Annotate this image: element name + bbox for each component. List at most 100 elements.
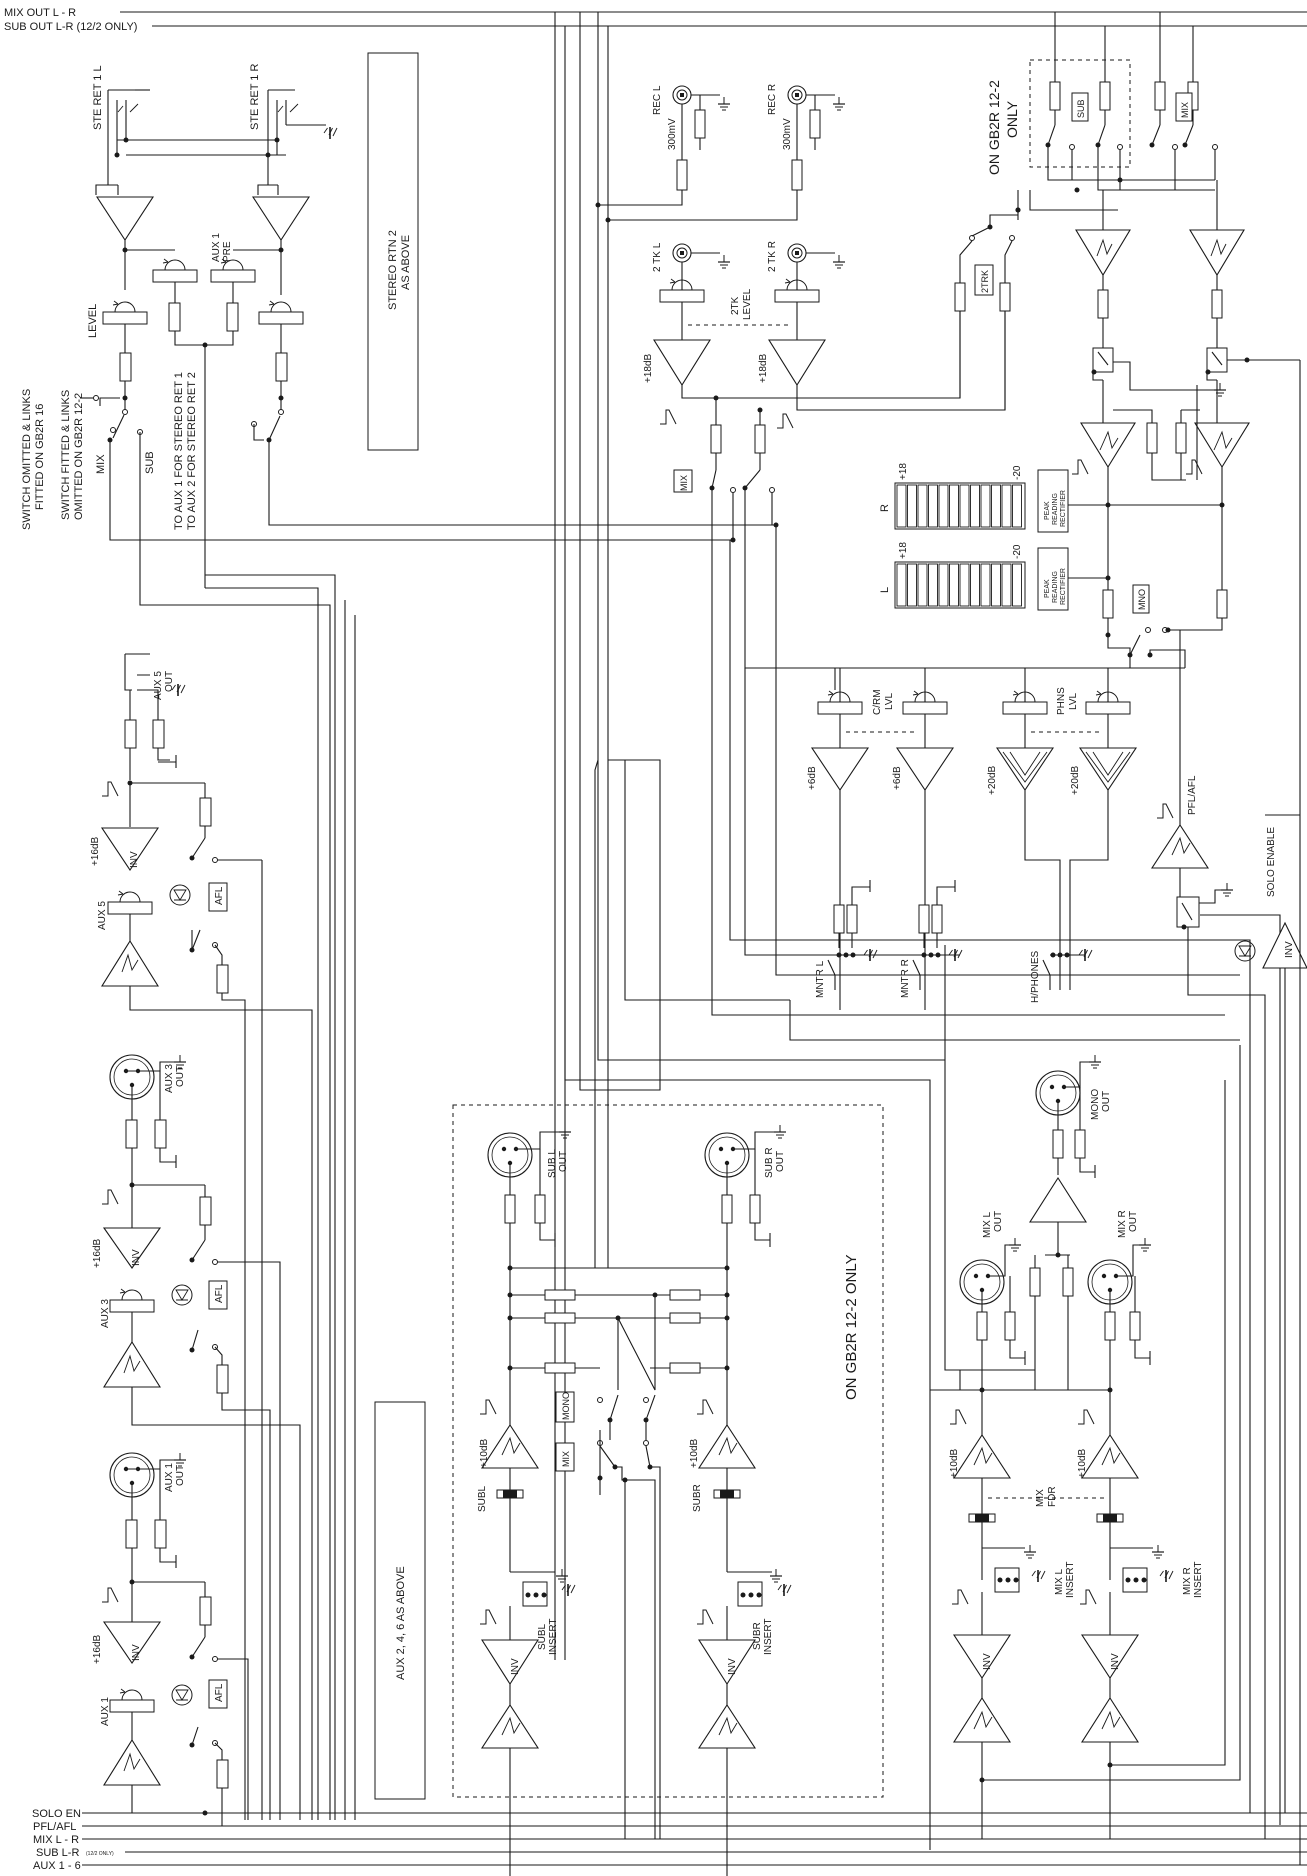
meter-segment [1001,484,1012,528]
mix-output-section: MONO OUT MIX L OUT MIX R OUT [929,945,1241,1850]
tk-level-2: LEVEL [742,288,753,320]
meter-segment [907,484,917,528]
bus-label-sub-note: (12/2 ONLY) [86,1851,114,1857]
aux3-afl: AFL [214,1284,225,1303]
gb2r-only-label: ON GB2R 12-2 ONLY [843,1254,860,1400]
mono-out-1: MONO [1090,1089,1101,1120]
stereo-rtn2-box [367,52,419,451]
meters-section: R L +18 -20 +18 -20 PEAK READING RECTIFI… [834,463,1228,690]
rec-r-label: REC R [767,84,778,115]
subl-gain: +10dB [479,1438,490,1468]
bus-label-solo-en: SOLO EN [32,1808,81,1820]
tk-r-gain: +18dB [758,353,769,383]
aux1-pre-label-2: PRE [222,241,233,262]
switch-note-2-line-2: OMITTED ON GB2R 12-2 [73,393,85,520]
meter-segment [959,484,970,528]
aux1-inv: INV [131,1644,142,1661]
crm-l-gain: +6dB [807,766,818,790]
mix-r-out-2: OUT [1128,1211,1139,1232]
stereo-rtn2-line-2: AS ABOVE [400,235,412,290]
aux5-label: AUX 5 [97,901,108,930]
aux5-afl: AFL [214,886,225,905]
subr-inv: INV [727,1658,738,1675]
top-right-switching: ON GB2R 12-2 ONLY SUB MIX [954,59,1218,410]
subr-insert-2: INSERT [763,1619,774,1656]
record-section: REC L REC R 300mV 300mV 2 TK L 2 TK R 2T… [595,84,1006,690]
meter-segment [928,484,938,528]
aux5-section: AUX 5 OUT INV +16dB AUX 5 AFL [90,653,313,1820]
bus-label-sub-out: SUB OUT L-R (12/2 ONLY) [4,21,137,33]
rect-r-2: READING [1052,493,1059,525]
subr-gain: +10dB [689,1438,700,1468]
mix-l-inv: INV [982,1653,993,1670]
sub-mono-box: MONO [561,1392,571,1420]
mix-fdr-2: FDR [1047,1486,1058,1507]
meter-segment [896,563,907,607]
meter-segment [980,484,991,528]
meter-segment [1012,484,1022,528]
meter-segment [928,563,938,607]
rect-l-3: RECTIFIER [1060,568,1067,605]
aux3-inv: INV [131,1249,142,1266]
meter-l-plus18: +18 [898,542,909,559]
rect-l-2: READING [1052,571,1059,603]
meter-segment [917,563,928,607]
subl-insert-2: INSERT [548,1619,559,1656]
meter-segment [959,563,970,607]
aux-246-box [374,1401,426,1800]
monitor-buffers [1068,180,1300,508]
mix-r-inv: INV [1110,1653,1121,1670]
bus-label-aux: AUX 1 - 6 [33,1860,81,1872]
meter-segment [938,563,949,607]
mix-l-gain: +10dB [949,1448,960,1478]
meter-l-minus20: -20 [1012,544,1023,559]
level-label: LEVEL [87,304,99,338]
mntr-r-label: MNTR R [900,959,911,998]
sub-output-section: ON GB2R 12-2 ONLY SUB L OUT SUB R OUT [452,12,884,1876]
rec-l-level: 300mV [667,118,678,150]
crm-lvl-2: LVL [884,693,895,710]
to-aux-note-line-1: TO AUX 1 FOR STEREO RET 1 [173,372,185,530]
aux5-gain: +16dB [90,836,101,866]
crm-lvl-1: C/RM [872,689,883,715]
aux1-out-label-1: AUX 1 [164,1463,175,1492]
bus-label-sub-lr: SUB L-R [36,1847,79,1859]
mono-box-label: MNO [1137,589,1147,610]
ph-r-gain: +20dB [1070,765,1081,795]
routing-trunks [564,360,1301,1865]
meter-segment [949,563,959,607]
mix-fdr-1: MIX [1035,1489,1046,1507]
tk-l-label: 2 TK L [652,242,663,272]
sub-r-out-2: OUT [775,1151,786,1172]
rect-r-1: PEAK [1044,501,1051,520]
phns-lvl-2: LVL [1068,693,1079,710]
aux5-out-label-2: OUT [164,671,175,692]
subl-fader-label: SUBL [477,1485,488,1512]
mix-r-insert-2: INSERT [1193,1562,1204,1599]
top-buses: MIX OUT L - R SUB OUT L-R (12/2 ONLY) [4,7,1307,1660]
aux1-out-label-2: OUT [175,1465,186,1486]
aux5-inv: INV [129,851,140,868]
meter-segment [1012,563,1022,607]
crm-r-gain: +6dB [892,766,903,790]
meter-r-plus18: +18 [898,463,909,480]
meter-l-label: L [879,587,891,593]
meter-segment [896,484,907,528]
meter-segment [907,563,917,607]
ste-ret-l-label: STE RET 1 L [92,65,104,130]
meter-segment [991,563,1001,607]
subr-insert-1: SUBR [752,1622,763,1650]
mix-l-out-1: MIX L [982,1211,993,1238]
rec-l-label: REC L [652,85,663,115]
aux1-afl: AFL [214,1683,225,1702]
rec-mix-box: MIX [679,475,689,491]
aux3-label: AUX 3 [100,1299,111,1328]
stereo-return-section: STE RET 1 L STE RET 1 R [21,52,777,1820]
aux3-out-label-2: OUT [175,1066,186,1087]
two-trk-box: 2TRK [980,270,990,293]
meter-segment [938,484,949,528]
rect-l-1: PEAK [1044,579,1051,598]
gb2r-only-top-1: ON GB2R 12-2 [986,80,1002,175]
aux1-section: AUX 1 OUT INV +16dB AUX 1 AFL [92,1452,249,1826]
